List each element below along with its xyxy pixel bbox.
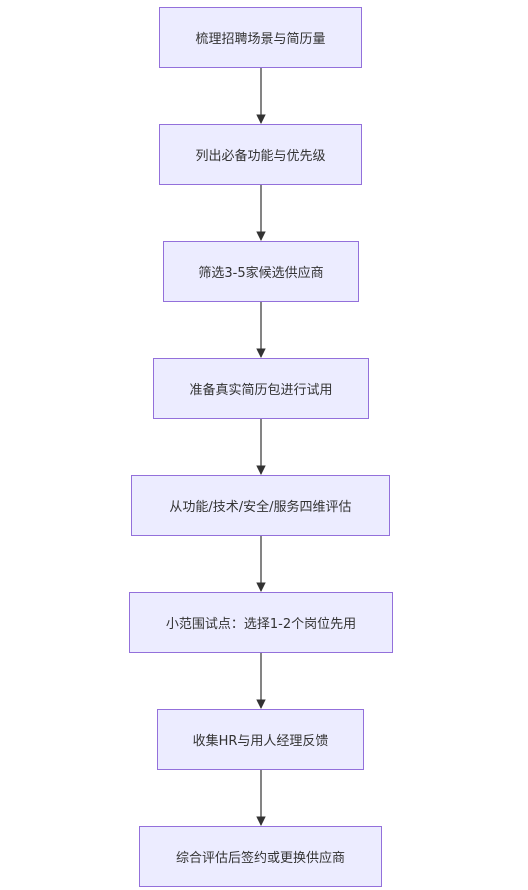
step-4-label: 准备真实简历包进行试用: [189, 383, 333, 398]
step-4-node: 准备真实简历包进行试用: [153, 358, 369, 419]
step-3-node: 筛选3-5家候选供应商: [163, 241, 359, 302]
step-6-label: 小范围试点：选择1-2个岗位先用: [165, 617, 357, 632]
step-8-node: 综合评估后签约或更换供应商: [139, 826, 382, 887]
step-5-label: 从功能/技术/安全/服务四维评估: [169, 500, 352, 515]
step-7-node: 收集HR与用人经理反馈: [157, 709, 364, 770]
step-8-label: 综合评估后签约或更换供应商: [175, 851, 345, 866]
step-1-node: 梳理招聘场景与简历量: [159, 7, 362, 68]
step-5-node: 从功能/技术/安全/服务四维评估: [131, 475, 390, 536]
step-6-node: 小范围试点：选择1-2个岗位先用: [129, 592, 393, 653]
step-3-label: 筛选3-5家候选供应商: [198, 266, 324, 281]
step-2-label: 列出必备功能与优先级: [195, 149, 326, 164]
step-7-label: 收集HR与用人经理反馈: [192, 734, 329, 749]
step-1-label: 梳理招聘场景与简历量: [195, 32, 326, 47]
step-2-node: 列出必备功能与优先级: [159, 124, 362, 185]
